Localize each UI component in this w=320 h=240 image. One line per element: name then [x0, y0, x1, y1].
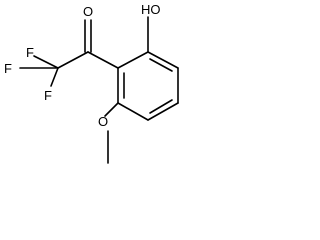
benzene-ring	[117, 51, 179, 121]
ring-bond-c1-c2	[117, 51, 149, 69]
bond-ring-carbonyl	[87, 51, 119, 69]
bond-cf3-f3	[50, 67, 59, 87]
bond-carbonyl-cf3	[57, 51, 89, 69]
fluorine-label-3: F	[44, 88, 52, 103]
fluorine-label-2: F	[4, 61, 12, 76]
fluorine-label-1: F	[26, 45, 34, 60]
ring-bond-c4-c5	[147, 102, 179, 121]
methoxy-oxygen-label: O	[98, 114, 108, 129]
molecule-structure: HO O F F F O	[4, 2, 179, 164]
ring-bond-c2-c3	[147, 51, 179, 69]
carbonyl-oxygen-label: O	[83, 4, 93, 19]
ring-double-bond-c2-c3	[149, 58, 173, 72]
hydroxyl-label: HO	[141, 2, 161, 17]
ring-bond-c5-c6	[117, 102, 149, 121]
bond-ring-methoxy-oxygen	[104, 102, 119, 117]
ring-double-bond-c4-c5	[149, 99, 173, 114]
bond-cf3-f1	[33, 55, 59, 69]
structure-canvas: HO O F F F O	[0, 0, 184, 172]
